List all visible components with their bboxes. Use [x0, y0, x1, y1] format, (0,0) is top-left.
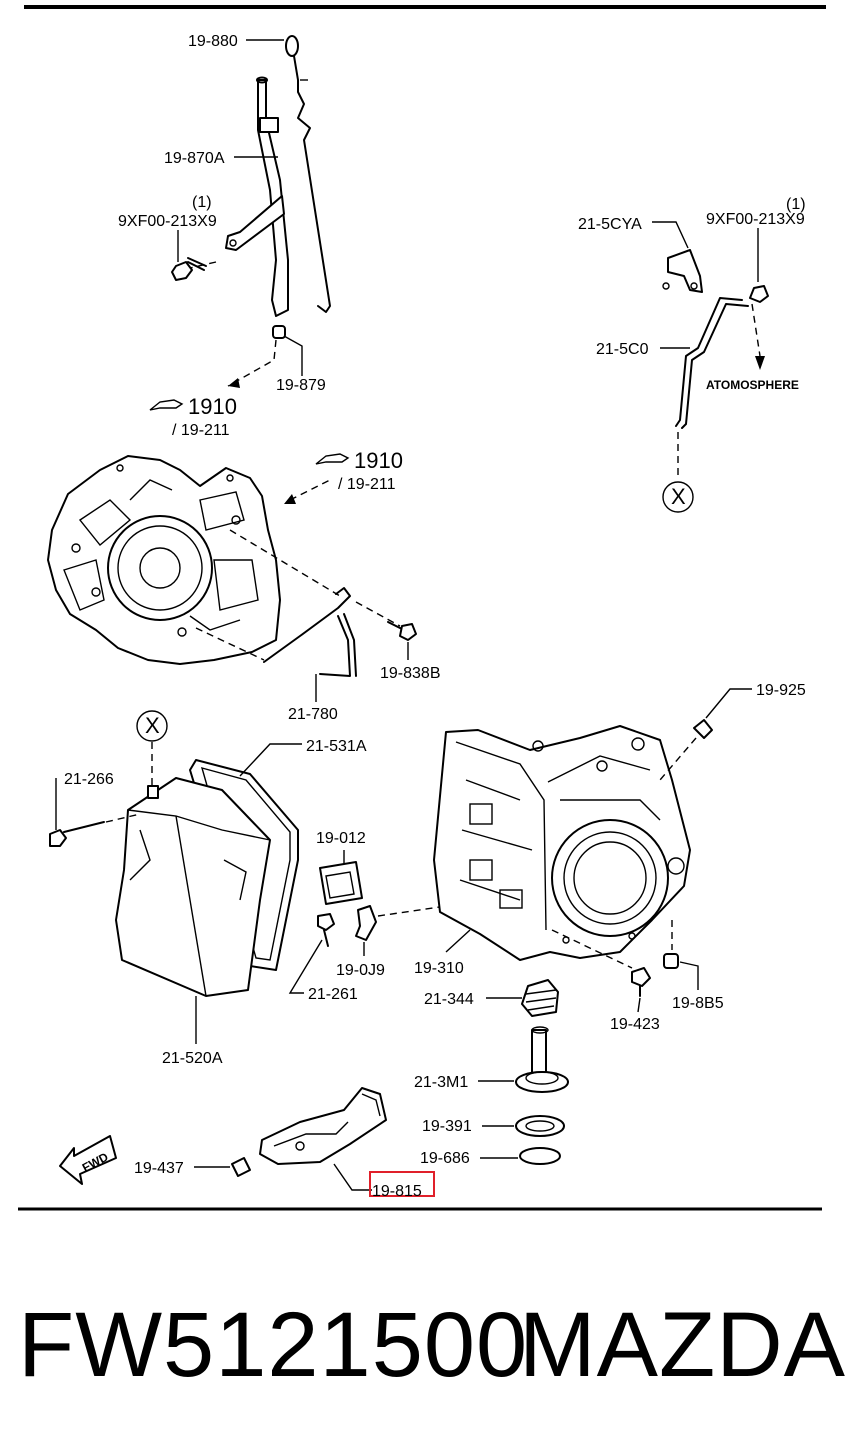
label-21-780: 21-780	[288, 706, 338, 723]
label-qty-left: (1)	[192, 194, 212, 211]
label-21-266: 21-266	[64, 771, 114, 788]
label-19-0j9: 19-0J9	[336, 962, 385, 979]
bracket-21-5cya	[662, 249, 703, 293]
plug-19-423	[631, 967, 651, 997]
label-19-880: 19-880	[188, 33, 238, 50]
label-x-top: X	[671, 484, 686, 509]
parts-diagram: 19-880 19-870A (1) 9XF00-213X9 19-879 19…	[18, 5, 826, 1211]
highlight-box-19-815	[369, 1171, 435, 1197]
reference-1910-a: 1910 / 19-211	[149, 394, 237, 439]
bolt-21-266	[49, 821, 105, 847]
label-bolt-right: 9XF00-213X9	[706, 211, 805, 228]
label-bolt-left: 9XF00-213X9	[118, 213, 217, 230]
label-19-423: 19-423	[610, 1016, 660, 1033]
label-19-686: 19-686	[420, 1150, 470, 1167]
piston-21-3m1	[515, 1026, 569, 1093]
label-19-310: 19-310	[414, 960, 464, 977]
label-19-925: 19-925	[756, 682, 806, 699]
circle-x-mid	[136, 710, 168, 742]
label-21-520a: 21-520A	[162, 1050, 223, 1067]
reference-1910-b: 1910 / 19-211	[315, 448, 403, 493]
bolt-19-838b	[387, 621, 417, 641]
part-number: FW5121500	[18, 1294, 529, 1396]
label-19-838b: 19-838B	[380, 665, 441, 682]
filter-19-012	[319, 861, 363, 905]
fwd-arrow: FWD	[59, 1135, 117, 1185]
label-ref-19-211-a: / 19-211	[172, 422, 230, 439]
plug-19-437	[231, 1157, 251, 1177]
clip-19-0j9	[355, 905, 377, 941]
breather-hose-21-5c0	[675, 297, 749, 429]
oil-pan-21-520a	[115, 777, 271, 997]
label-19-437: 19-437	[134, 1160, 184, 1177]
label-19-391: 19-391	[422, 1118, 472, 1135]
label-21-5c0: 21-5C0	[596, 341, 649, 358]
bolt-9xf00-right	[749, 285, 769, 303]
seal-19-391	[515, 1115, 565, 1137]
label-21-3m1: 21-3M1	[414, 1074, 468, 1091]
label-19-012: 19-012	[316, 830, 366, 847]
dipstick-19-880	[285, 35, 331, 313]
strainer-19-815	[259, 1087, 387, 1165]
plug-19-8b5	[663, 953, 679, 969]
label-ref-19-211-b: / 19-211	[338, 476, 396, 493]
oring-19-879	[272, 325, 286, 339]
snap-ring-19-686	[519, 1147, 561, 1165]
label-ref-1910-b: 1910	[354, 448, 403, 473]
label-21-261: 21-261	[308, 986, 358, 1003]
caption-bar: FW5121500 MAZDA	[0, 1290, 864, 1400]
label-21-531a: 21-531A	[306, 738, 367, 755]
label-qty-right: (1)	[786, 196, 806, 213]
plug-19-925	[693, 719, 713, 739]
spring-21-344	[521, 979, 559, 1017]
label-19-870a: 19-870A	[164, 150, 225, 167]
label-atmosphere: ATOMOSPHERE	[706, 378, 799, 392]
brand-name: MAZDA	[519, 1294, 846, 1396]
transaxle-housing-front	[47, 455, 281, 665]
label-ref-1910-a: 1910	[188, 394, 237, 419]
bolt-21-261	[317, 913, 335, 947]
label-19-815: 19-815	[372, 1183, 422, 1200]
label-19-8b5: 19-8B5	[672, 995, 724, 1012]
transaxle-case-19-310	[433, 725, 691, 961]
label-21-5cya: 21-5CYA	[578, 216, 642, 233]
label-21-344: 21-344	[424, 991, 474, 1008]
pipe-21-780	[263, 587, 357, 677]
label-x-mid: X	[145, 713, 160, 738]
label-19-879: 19-879	[276, 377, 326, 394]
bolt-9xf00-left	[171, 257, 207, 281]
circle-x-top	[662, 481, 694, 513]
filler-tube-19-870a	[225, 76, 289, 317]
